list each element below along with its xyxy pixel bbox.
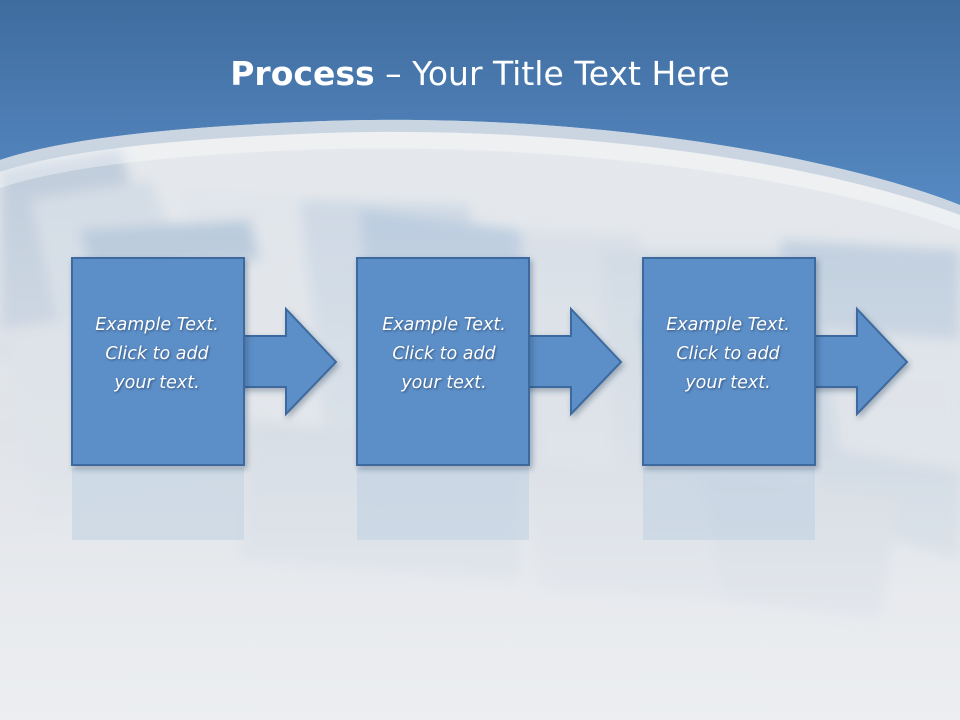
step-box-2 bbox=[356, 257, 530, 466]
step-box-1 bbox=[71, 257, 245, 466]
step-1-text[interactable]: Example Text. Click to add your text. bbox=[72, 311, 242, 398]
step-3-text[interactable]: Example Text. Click to add your text. bbox=[643, 311, 813, 398]
step-2-line-2: Click to add bbox=[392, 344, 496, 364]
arrow-2 bbox=[514, 306, 623, 417]
step-3-line-1: Example Text. bbox=[666, 315, 790, 335]
step-box-3 bbox=[642, 257, 816, 466]
process-step-2[interactable] bbox=[356, 257, 623, 540]
step-2-line-1: Example Text. bbox=[382, 315, 506, 335]
step-1-line-2: Click to add bbox=[105, 344, 209, 364]
arrow-1 bbox=[229, 306, 338, 417]
title-bold: Process bbox=[230, 54, 375, 93]
step-1-line-3: your text. bbox=[114, 373, 200, 393]
page-title: Process – Your Title Text Here bbox=[0, 52, 960, 96]
step-2-line-3: your text. bbox=[401, 373, 487, 393]
step-3-line-3: your text. bbox=[685, 373, 771, 393]
step-2-text[interactable]: Example Text. Click to add your text. bbox=[359, 311, 529, 398]
step-1-line-1: Example Text. bbox=[95, 315, 219, 335]
step-3-reflection bbox=[643, 468, 815, 540]
arrow-3 bbox=[800, 306, 909, 417]
title-rest: – Your Title Text Here bbox=[374, 54, 730, 93]
step-3-line-2: Click to add bbox=[676, 344, 780, 364]
process-step-3[interactable] bbox=[642, 257, 909, 540]
step-2-reflection bbox=[357, 468, 529, 540]
process-step-1[interactable] bbox=[71, 257, 338, 540]
step-1-reflection bbox=[72, 468, 244, 540]
